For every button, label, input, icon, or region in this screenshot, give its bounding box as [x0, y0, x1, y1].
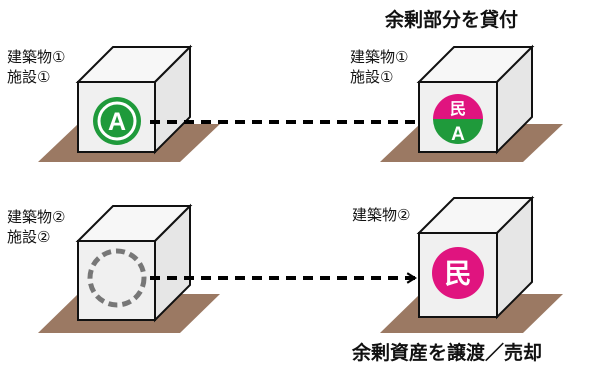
building-2-after: 民	[380, 195, 563, 333]
public-facility-a-badge: A	[93, 97, 141, 145]
badge-private-char: 民	[445, 259, 472, 290]
badge-letter-a: A	[451, 124, 465, 145]
private-ownership-badge: 民	[432, 247, 484, 299]
mixed-use-badge: 民 A	[433, 94, 483, 145]
row2-left-label-line1: 建築物②	[7, 208, 66, 226]
row1-left-label-line1: 建築物①	[7, 48, 66, 66]
building-1-after: 民 A	[380, 44, 563, 162]
row2-right-label-line1: 建築物②	[352, 206, 411, 224]
row1-right-label-line2: 施設①	[350, 68, 394, 86]
building-1-before: A	[38, 44, 220, 162]
bottom-right-title: 余剰資産を譲渡／売却	[352, 342, 543, 364]
badge-letter-a: A	[108, 108, 126, 136]
row1-left-label-line2: 施設①	[7, 68, 51, 86]
empty-facility-circle	[87, 248, 147, 308]
badge-private-char: 民	[450, 99, 466, 118]
building-2-before	[38, 203, 220, 333]
row2-left-label-line2: 施設②	[7, 228, 51, 246]
top-right-title: 余剰部分を貸付	[385, 9, 519, 31]
row1-right-label-line1: 建築物①	[350, 48, 409, 66]
